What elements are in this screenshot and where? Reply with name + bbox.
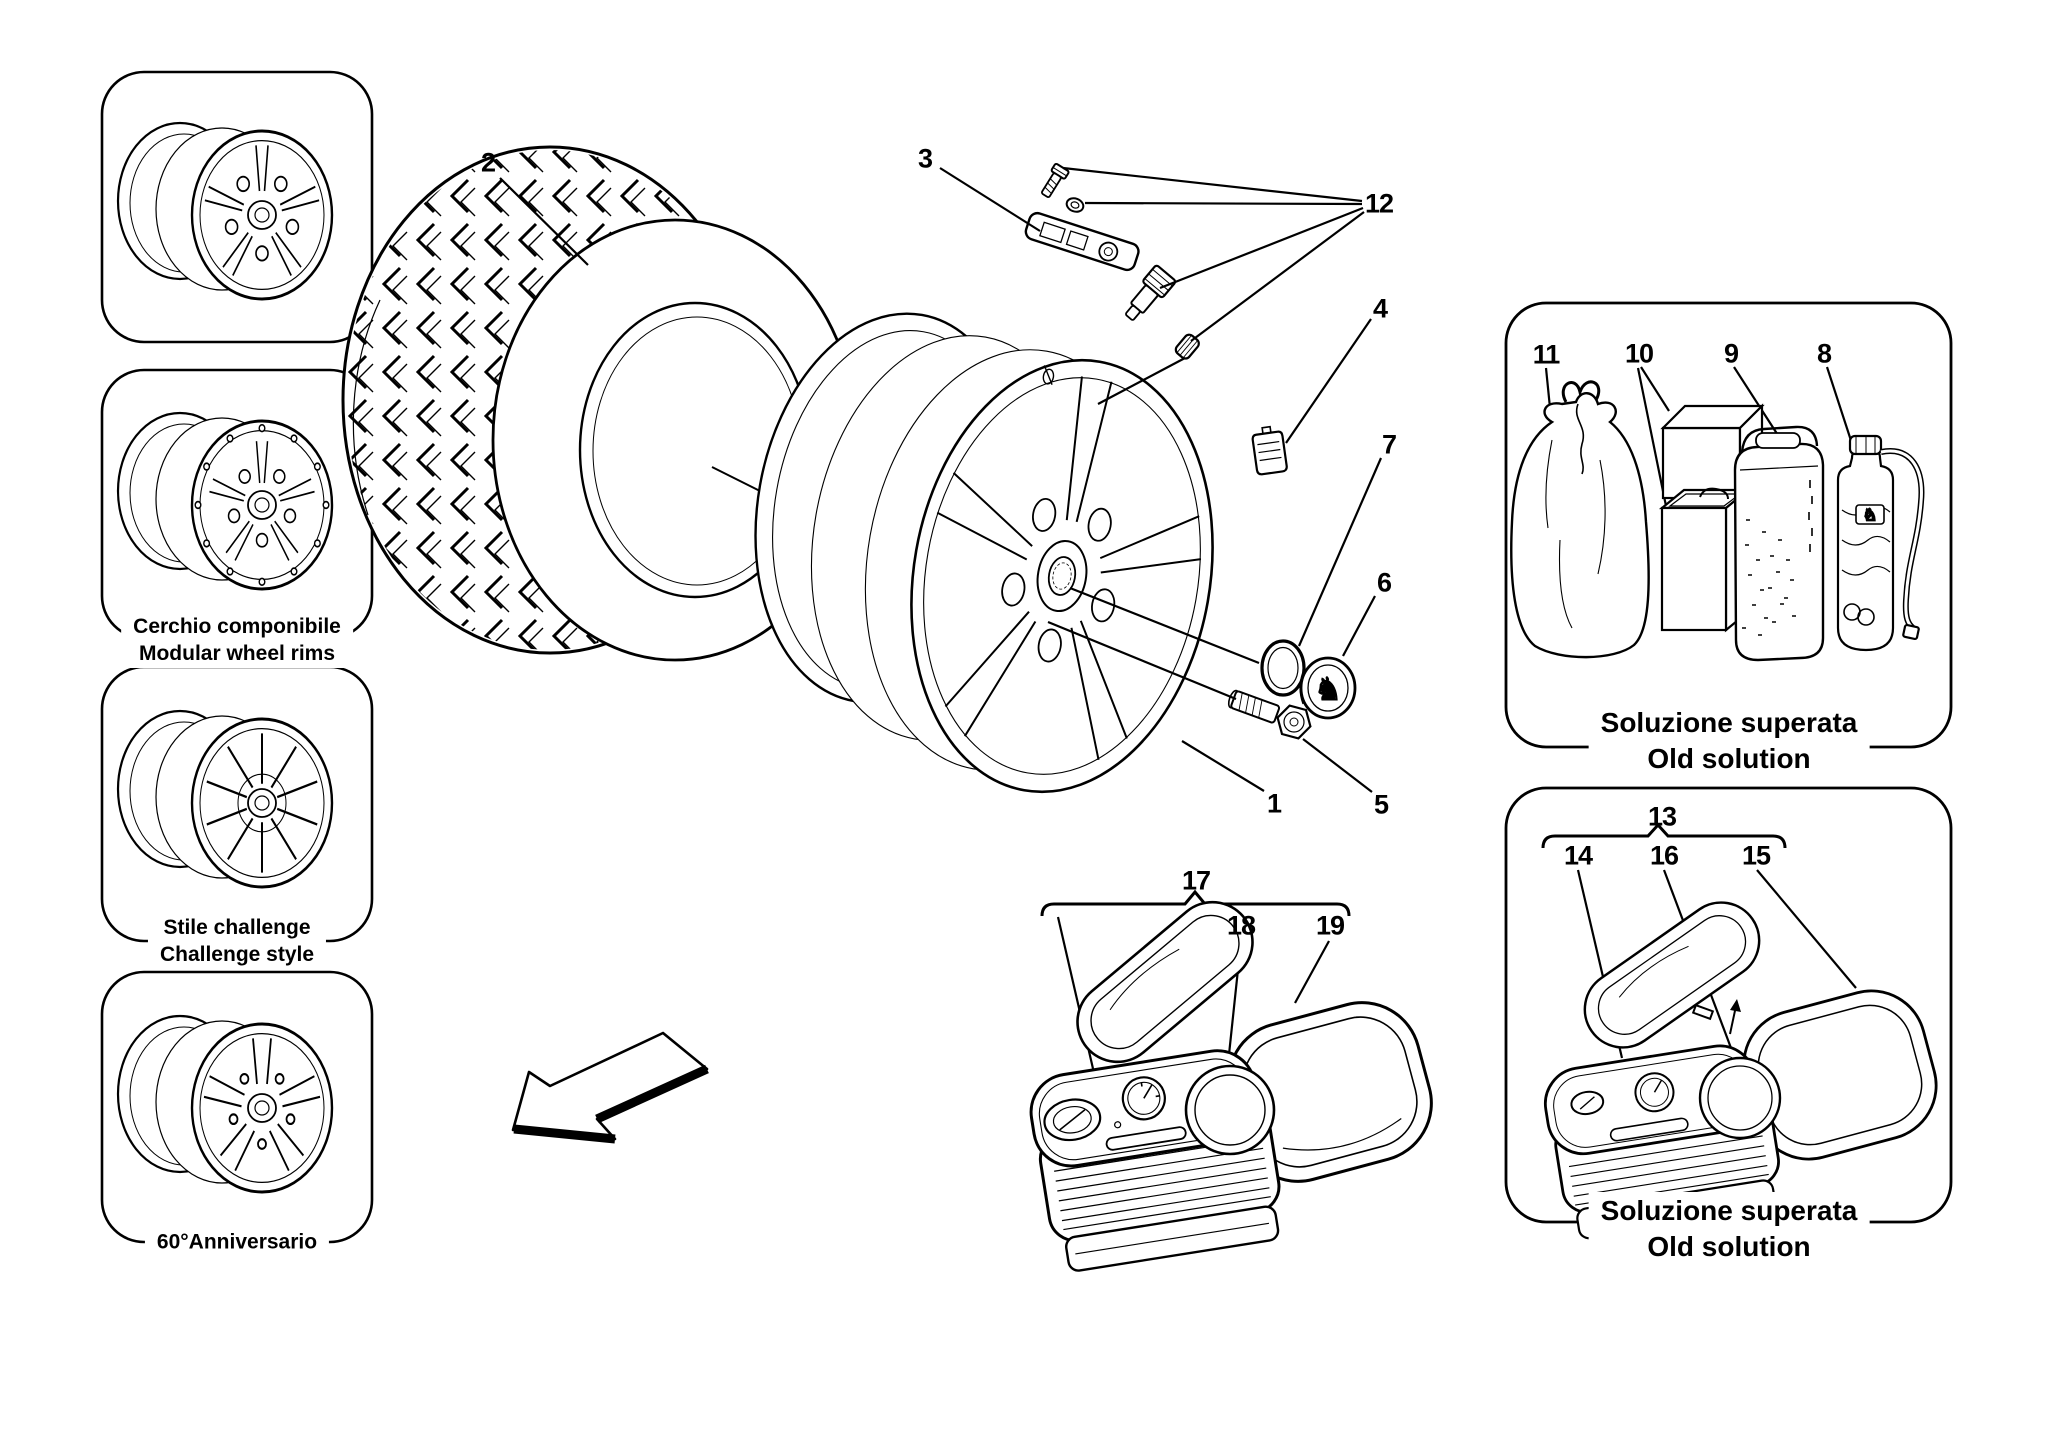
callout-4: 4 xyxy=(1372,293,1388,324)
caption-line-english: Modular wheel rims xyxy=(138,642,336,665)
callout-12: 12 xyxy=(1364,188,1394,219)
sealant-bottle: ♞ xyxy=(1836,434,1925,652)
caption-modular-wheel-rims: Cerchio componibile Modular wheel rims xyxy=(121,612,353,668)
compressor-kit-current xyxy=(1029,900,1433,1272)
latch-arrow xyxy=(1691,999,1741,1035)
old-solution-items: ♞ xyxy=(1510,380,1925,662)
old-kit-lid xyxy=(1583,901,1761,1049)
bracket-13 xyxy=(1541,822,1787,849)
ferrari-horse-icon: ♞ xyxy=(1314,671,1343,707)
sensor-washer xyxy=(1065,197,1085,213)
callout-10: 10 xyxy=(1624,338,1654,369)
caption-old-solution-top: Soluzione superata Old solution xyxy=(1588,704,1870,778)
mini-wheel-challenge xyxy=(116,709,334,889)
caption-old-solution-bottom: Soluzione superata Old solution xyxy=(1588,1192,1870,1266)
compressor-cylinder xyxy=(1184,1064,1276,1156)
callout-13: 13 xyxy=(1647,801,1677,832)
callout-17: 17 xyxy=(1181,865,1211,896)
old-compressor-cylinder xyxy=(1698,1056,1782,1140)
balance-clip xyxy=(1251,425,1288,476)
mini-wheel-standard xyxy=(116,121,334,301)
callout-8: 8 xyxy=(1816,338,1832,369)
wheel-rim-drawing xyxy=(754,312,1246,816)
sensor-bracket xyxy=(1024,211,1140,272)
small-parts: ♞ xyxy=(1227,425,1357,740)
callout-11: 11 xyxy=(1532,339,1561,370)
caption-line-italian: Soluzione superata xyxy=(1600,707,1858,738)
callout-16: 16 xyxy=(1649,840,1679,871)
sealant-canister xyxy=(1733,425,1825,662)
callout-1: 1 xyxy=(1266,788,1282,819)
hub-cap: ♞ xyxy=(1299,656,1357,720)
compressor-kit-old xyxy=(1543,901,1938,1240)
valve-body xyxy=(1125,264,1177,321)
callout-6: 6 xyxy=(1376,567,1392,598)
callout-5: 5 xyxy=(1373,789,1389,820)
callout-7: 7 xyxy=(1381,429,1397,460)
callout-18: 18 xyxy=(1226,910,1256,941)
caption-anniversario: 60°Anniversario xyxy=(144,1227,330,1257)
rim-valve-hole xyxy=(1041,365,1055,384)
caption-line-italian: Stile challenge xyxy=(163,916,311,939)
callout-3: 3 xyxy=(917,143,933,174)
callout-9: 9 xyxy=(1723,338,1739,369)
wheel-bolt xyxy=(1227,689,1312,740)
caption-challenge-style: Stile challenge Challenge style xyxy=(147,913,327,969)
callout-15: 15 xyxy=(1741,840,1771,871)
storage-bag xyxy=(1510,380,1650,659)
direction-arrow xyxy=(511,1031,709,1144)
callout-14: 14 xyxy=(1563,840,1593,871)
ferrari-horse-icon: ♞ xyxy=(1863,507,1876,524)
box-wheel-standard xyxy=(100,70,374,344)
tyre-pressure-sensor-parts xyxy=(1024,162,1200,360)
bracket-17 xyxy=(1040,889,1351,917)
caption-line-english: Challenge style xyxy=(159,943,315,966)
callout-2: 2 xyxy=(480,147,496,178)
caption-line-english: Old solution xyxy=(1647,743,1811,774)
mini-wheel-anniversario xyxy=(116,1014,334,1194)
caption-line-italian: Cerchio componibile xyxy=(133,615,341,638)
callout-19: 19 xyxy=(1315,910,1345,941)
o-ring xyxy=(1260,639,1306,697)
mini-wheel-modular xyxy=(116,411,334,591)
caption-line-italian: Soluzione superata xyxy=(1600,1195,1858,1226)
caption-line-italian: 60°Anniversario xyxy=(156,1230,318,1254)
caption-line-english: Old solution xyxy=(1647,1231,1811,1262)
sensor-screw xyxy=(1041,162,1070,198)
kit-lid xyxy=(1076,900,1254,1064)
